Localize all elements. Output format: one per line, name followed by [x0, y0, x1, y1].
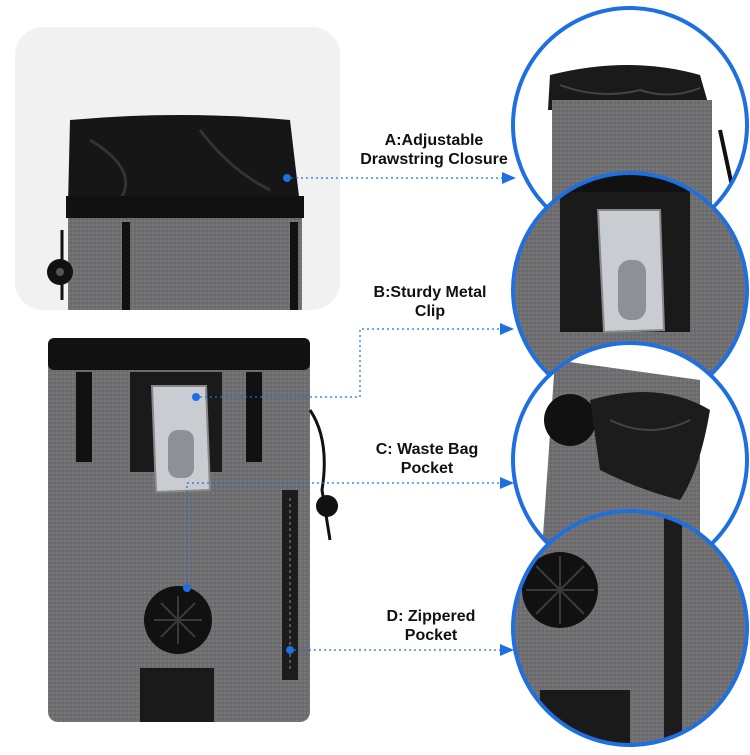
feature-c-line1: C: Waste Bag: [375, 441, 479, 458]
leader-lines: [186, 177, 502, 651]
arrowheads: [500, 172, 516, 656]
top-opening-band: [66, 196, 304, 218]
drawstring-liner: [68, 115, 300, 205]
bag-top-binding: [48, 338, 310, 370]
marker-dot-b: [192, 393, 200, 401]
detail-circle-d: [513, 511, 747, 745]
marker-dot-d: [286, 646, 294, 654]
feature-label-a: A:Adjustable Drawstring Closure: [348, 131, 520, 169]
feature-b-line1: B:Sturdy Metal: [373, 284, 487, 301]
feature-label-c: C: Waste Bag Pocket: [362, 440, 492, 478]
feature-a-line1: A:Adjustable: [384, 132, 484, 149]
feature-c-line2: Pocket: [400, 460, 454, 477]
feature-label-b: B:Sturdy Metal Clip: [360, 283, 500, 321]
feature-d-line1: D: Zippered: [386, 608, 476, 625]
bag-body: [48, 342, 310, 722]
feature-a-line2: Drawstring Closure: [360, 151, 508, 168]
main-bag: [48, 338, 338, 722]
feature-label-d: D: Zippered Pocket: [376, 607, 486, 645]
top-bag-body: [68, 218, 302, 310]
feature-b-line2: Clip: [414, 303, 446, 320]
marker-dot-a: [283, 174, 291, 182]
top-view-panel: [15, 27, 340, 310]
side-cord-lock-icon: [316, 495, 338, 517]
detail-circle-d-border: [511, 509, 749, 747]
feature-d-line2: Pocket: [404, 627, 458, 644]
velcro-patch: [140, 668, 214, 722]
